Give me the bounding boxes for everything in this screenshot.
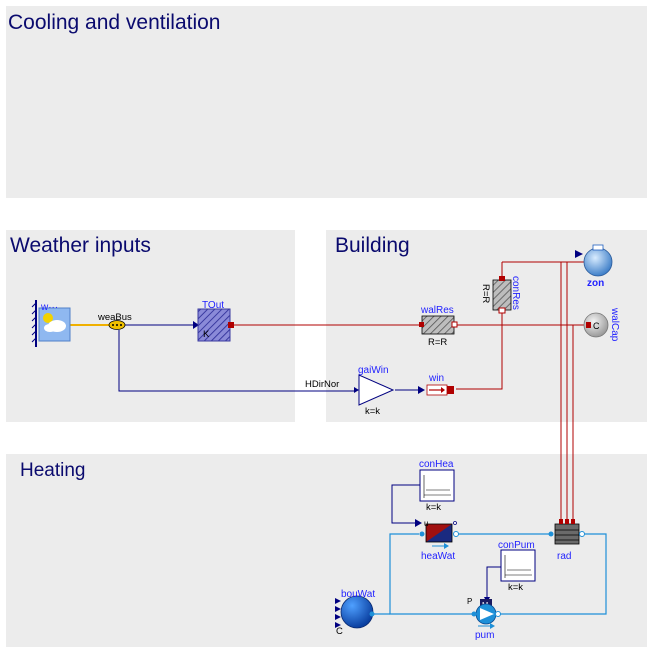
pum-label: pum — [475, 630, 494, 641]
wall-resistance[interactable]: walRes R=R — [419, 305, 458, 348]
conres-label: conRes — [510, 276, 521, 310]
conhea-label: conHea — [419, 459, 454, 470]
cooling-title: Cooling and ventilation — [8, 11, 221, 34]
walres-param: R=R — [428, 337, 447, 348]
weather-data-label: w··· — [40, 302, 58, 313]
region-heating — [6, 454, 647, 647]
radiator[interactable]: rad — [548, 519, 585, 562]
walcap-label: walCap — [609, 307, 620, 342]
tout-param: K — [203, 329, 210, 340]
signal-connections — [118, 324, 501, 598]
walcap-param: C — [593, 321, 600, 331]
weather-bus-label: weaBus — [97, 312, 132, 323]
sun-icon — [43, 313, 53, 323]
pump-controller[interactable]: conPum k=k — [498, 540, 536, 593]
walres-label: walRes — [420, 305, 454, 316]
region-cooling — [6, 6, 647, 198]
rad-label: rad — [557, 551, 571, 562]
wall-heat-capacitor[interactable]: C walCap — [583, 307, 620, 342]
win-label: win — [428, 373, 444, 384]
conpum-label: conPum — [498, 540, 535, 551]
building-title: Building — [335, 234, 410, 257]
gaiwin-param: k=k — [365, 406, 380, 417]
window-gain[interactable]: gaiWin k=k HDirNor — [305, 365, 395, 417]
gaiwin-label: gaiWin — [358, 365, 389, 376]
weather-title: Weather inputs — [10, 234, 151, 257]
water-boundary[interactable]: C bouWat — [335, 589, 375, 637]
heawat-param: u — [424, 519, 428, 528]
hdirnor-label: HDirNor — [305, 379, 339, 390]
tout-label: TOut — [202, 300, 224, 311]
pum-param-p: P — [467, 597, 472, 606]
weather-bus-connector[interactable]: weaBus — [97, 312, 132, 330]
conres-param: R=R — [480, 284, 491, 303]
fluid-connections — [372, 533, 607, 615]
zone-label: zon — [587, 278, 604, 289]
weather-data-reader[interactable]: w··· — [31, 300, 71, 347]
bouwat-label: bouWat — [341, 589, 375, 600]
convective-resistance[interactable]: conRes R=R — [480, 276, 521, 314]
zone-air-volume[interactable]: zon — [575, 244, 613, 289]
water-heater[interactable]: u heaWat — [415, 519, 459, 562]
heater-controller[interactable]: conHea k=k — [419, 459, 455, 513]
heawat-label: heaWat — [421, 551, 455, 562]
conpum-param: k=k — [508, 582, 523, 593]
outdoor-temperature-source[interactable]: K TOut — [193, 300, 234, 342]
window-heat-flow[interactable]: win — [418, 373, 454, 396]
heating-title: Heating — [20, 460, 86, 481]
conhea-param: k=k — [426, 502, 441, 513]
bouwat-param: C — [336, 626, 343, 637]
circulation-pump[interactable]: M P pum — [467, 597, 501, 641]
